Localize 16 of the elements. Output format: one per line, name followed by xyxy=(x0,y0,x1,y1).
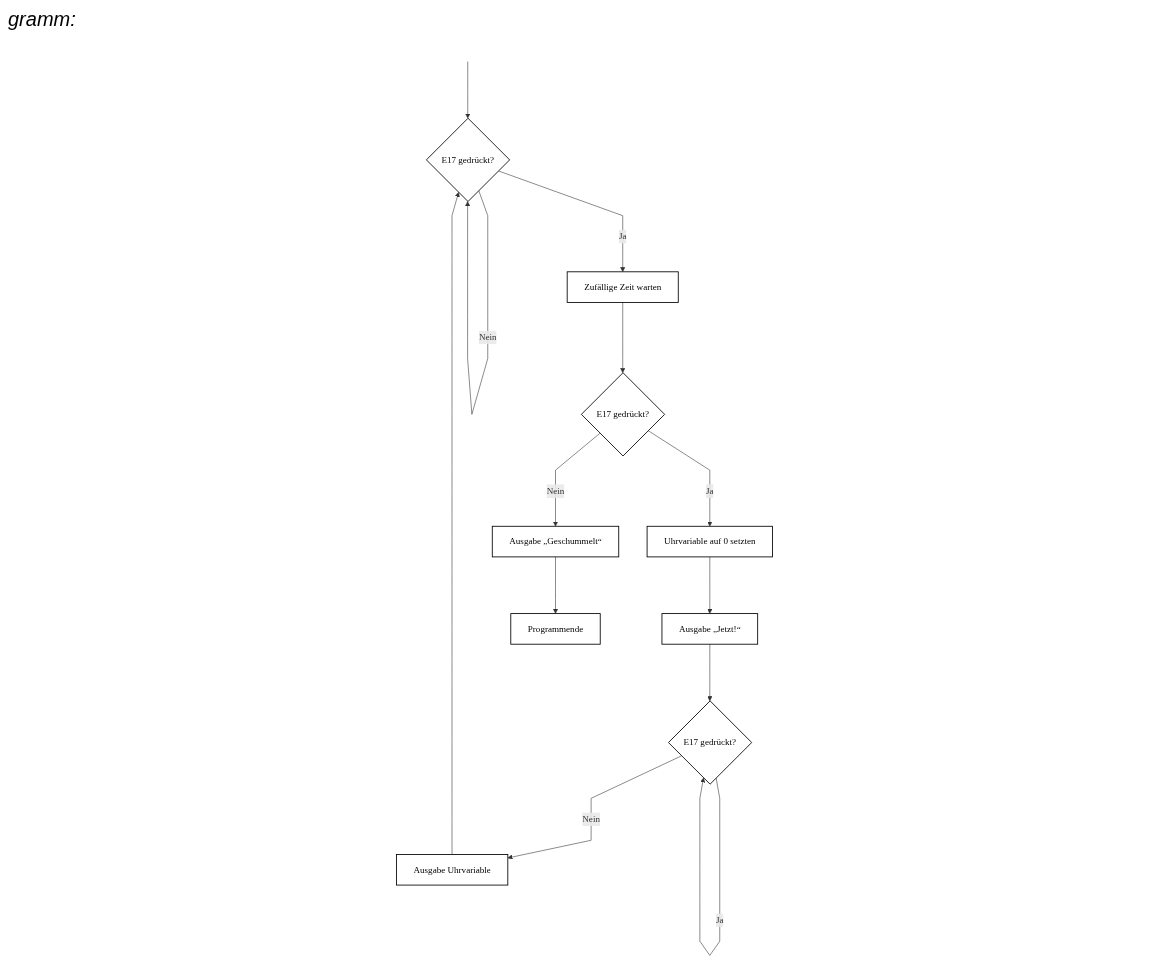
diagram-title: gramm: xyxy=(8,8,76,31)
node-box: Ausgabe „Jetzt!“ xyxy=(661,613,759,645)
node-box: Zufällige Zeit warten xyxy=(566,271,679,303)
edge-label: Nein xyxy=(546,486,565,496)
edge-label: Ja xyxy=(706,486,714,496)
edge-label: Ja xyxy=(618,231,627,242)
edge-label: Nein xyxy=(478,332,497,343)
node-diamond: E17 gedrückt? xyxy=(425,117,511,202)
edge-label: Nein xyxy=(582,814,600,824)
node-diamond: E17 gedrückt? xyxy=(580,372,666,457)
node-diamond: E17 gedrückt? xyxy=(668,700,753,785)
node-box: Programmende xyxy=(510,613,601,645)
node-box: Ausgabe „Geschummelt“ xyxy=(491,525,620,558)
node-box: Uhrvariable auf 0 setzten xyxy=(646,525,773,558)
node-box: Ausgabe Uhrvariable xyxy=(396,854,509,886)
edge-label: Ja xyxy=(715,915,724,925)
